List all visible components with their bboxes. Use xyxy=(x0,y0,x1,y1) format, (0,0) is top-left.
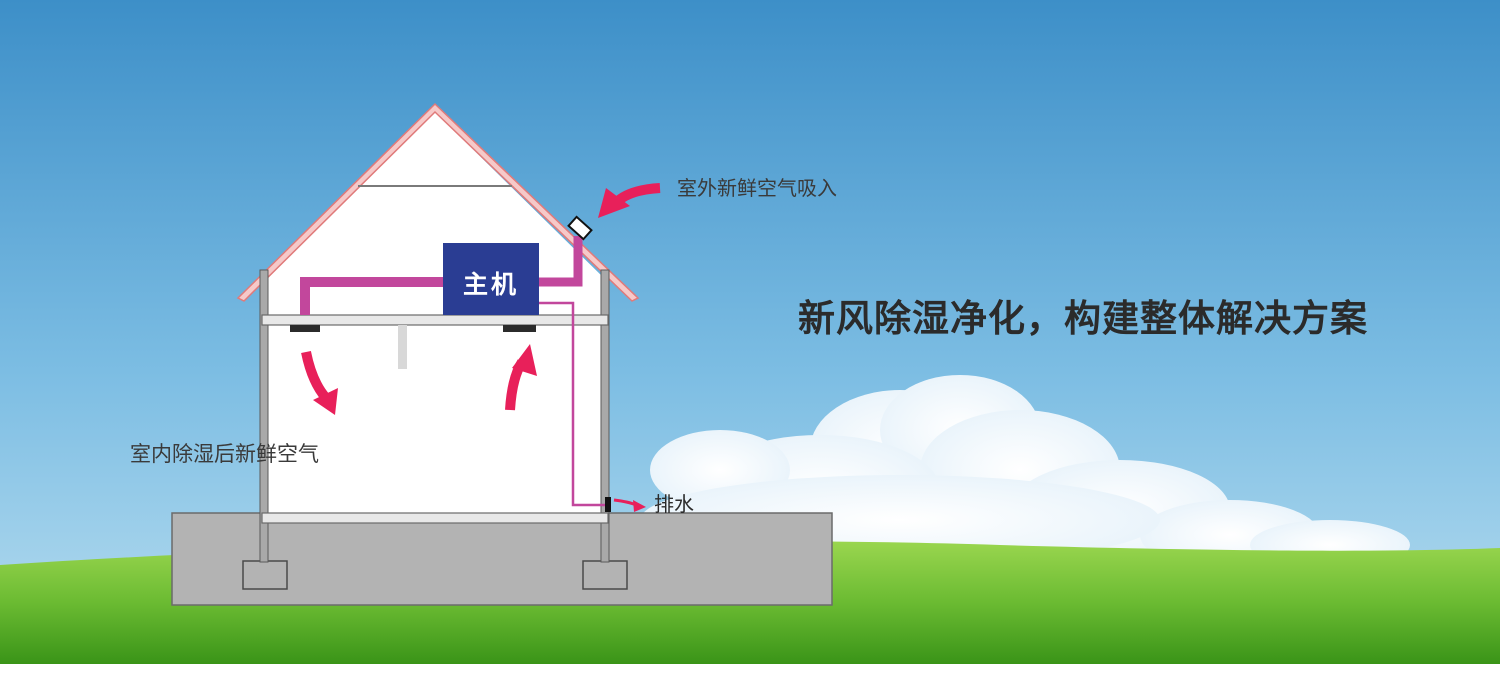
intake-duct xyxy=(539,236,583,287)
outdoor-intake-label: 室外新鲜空气吸入 xyxy=(677,176,837,200)
house-interior xyxy=(262,112,608,513)
supply-diffuser xyxy=(290,325,320,332)
indoor-supply-label: 室内除湿后新鲜空气 xyxy=(130,442,319,466)
drain-label: 排水 xyxy=(654,492,694,516)
drain-outlet xyxy=(605,497,611,512)
bottom-strip xyxy=(0,664,1500,674)
wall-right xyxy=(600,269,610,563)
wall-left xyxy=(259,269,269,563)
roof xyxy=(236,102,640,302)
headline: 新风除湿净化，构建整体解决方案 xyxy=(798,297,1368,340)
main-unit: 主机 xyxy=(443,243,539,315)
ceiling-fixture xyxy=(398,325,407,369)
intake-arrow xyxy=(598,183,661,218)
drain-arrow xyxy=(613,498,646,512)
drain-pipe xyxy=(528,301,606,507)
return-air-arrow xyxy=(505,344,537,411)
return-grille xyxy=(503,325,536,332)
ceiling-slab xyxy=(261,314,609,326)
supply-air-arrow xyxy=(301,350,338,415)
roof-vent-cap xyxy=(567,215,593,241)
floor-slab xyxy=(261,512,609,524)
main-unit-label: 主机 xyxy=(462,270,519,299)
supply-duct xyxy=(300,277,444,315)
foundation xyxy=(171,512,833,606)
